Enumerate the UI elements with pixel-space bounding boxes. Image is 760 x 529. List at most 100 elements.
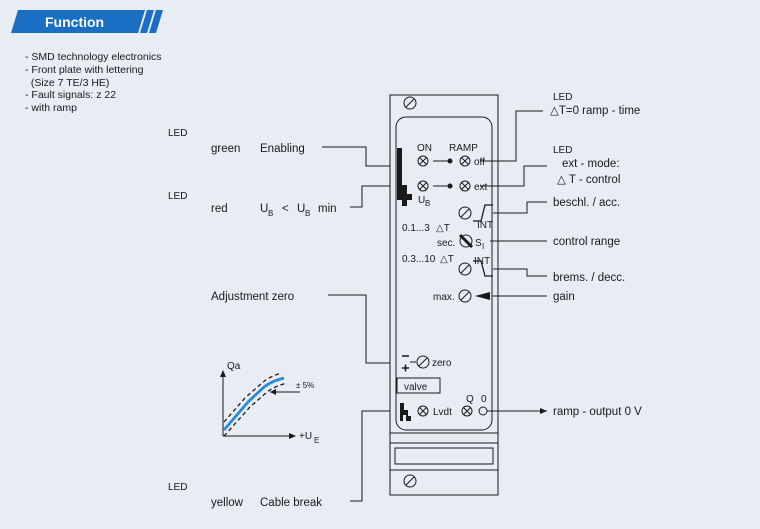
tolerance-lower-curve [223,382,288,437]
gain-potentiometer[interactable] [458,289,472,303]
svg-text:I: I [482,242,484,251]
ramp-label: RAMP [449,143,478,154]
svg-text:U: U [260,203,268,215]
gain-label: gain [553,291,575,303]
led-red-caption: LED [168,191,187,202]
feature-item: - Fault signals: z 22 [25,89,116,101]
characteristic-graph: Qa +U E ± 5% [220,361,319,445]
accel-label: beschl. / acc. [553,197,620,209]
decel-potentiometer[interactable] [458,262,472,276]
graph-y-label: Qa [227,361,241,372]
on-label: ON [417,143,432,154]
range-low-label: 0.1...3 [402,223,430,234]
led-ext-line1: ext - mode: [562,158,620,170]
y-axis-arrow-icon [220,370,226,377]
x-axis-arrow-icon [289,433,296,439]
header-stripe-2 [149,10,163,33]
header-banner: Function [11,10,163,33]
feature-list: - SMD technology electronics - Front pla… [25,51,162,114]
zero-adjust-symbol-icon [402,355,416,372]
range-low-delta-t: △T [436,223,450,234]
q-led-icon [461,405,473,417]
led-green-caption: LED [168,128,187,139]
range-high-label: 0.3...10 [402,254,436,265]
led-yellow-caption: LED [168,482,187,493]
ext-led-icon [459,180,471,192]
top-screw-icon [403,96,417,110]
svg-text:+U: +U [299,431,312,442]
led-ext-caption: LED [553,145,572,156]
right-leader-lines [480,110,547,412]
led-ramp-desc: △T=0 ramp - time [550,105,640,117]
ub-label: U B [418,195,430,208]
svg-text:U: U [297,203,305,215]
ramp-output-label: ramp - output 0 V [553,406,642,418]
led-yellow-desc: Cable break [260,497,322,509]
control-range-label: control range [553,236,620,248]
tolerance-label: ± 5% [296,381,314,390]
zero-potentiometer[interactable] [416,355,430,369]
accel-potentiometer[interactable] [458,206,472,220]
led-ext-line2: △ T - control [557,174,620,186]
ramp-output-arrow-icon [540,408,547,414]
gain-wedge-icon [475,292,490,300]
valve-label: valve [404,382,428,393]
feature-item: - with ramp [25,102,77,114]
range-selector-switch[interactable] [458,233,474,249]
bottom-screw-icon [403,474,417,488]
left-leader-lines [322,146,396,502]
ext-label: ext [474,182,488,193]
svg-text:min: min [318,203,337,215]
led-ramp-caption: LED [553,92,572,103]
led-red-color: red [211,203,228,215]
led-yellow-color: yellow [211,497,244,509]
status-led-symbol-icon [397,148,412,206]
svg-text:<: < [282,203,289,215]
sec-label: sec. [437,238,455,249]
header-title: Function [45,14,104,30]
led-red-desc: U B < U B min [260,203,337,218]
svg-text:B: B [305,209,310,218]
decel-label: brems. / decc. [553,272,625,284]
svg-text:U: U [418,195,425,206]
led-green-desc: Enabling [260,143,305,155]
lvdt-label: Lvdt [433,407,452,418]
lvdt-led-icon [417,405,429,417]
header-bar [11,10,145,33]
off-label: off [474,157,485,168]
int-label-accel: INT [477,220,493,231]
feature-item: (Size 7 TE/3 HE) [25,77,109,89]
graph-x-label: +U E [299,431,319,445]
adjustment-zero-label: Adjustment zero [211,291,294,303]
module-front-plate: ON RAMP off ext U B [389,94,499,496]
characteristic-curve [222,376,285,431]
ub-led-icon [417,180,429,192]
header-stripe-1 [140,10,154,33]
feature-item: - SMD technology electronics [25,51,162,63]
tolerance-arrow-icon [270,389,276,395]
range-high-delta-t: △T [440,254,454,265]
decel-ramp-symbol-icon [473,260,493,277]
svg-text:B: B [425,199,430,208]
zero-label: zero [432,358,452,369]
svg-text:S: S [475,238,482,249]
int-label-decel: INT [474,256,490,267]
q-label: Q [466,394,474,405]
handle-slot [394,447,494,465]
ext-switch-dot-icon [447,183,453,189]
valve-box [396,377,441,394]
inner-panel [395,116,493,431]
on-led-icon [417,155,429,167]
led-green-color: green [211,143,240,155]
s-label: S I [475,238,484,251]
feature-item: - Front plate with lettering [25,64,144,76]
max-label: max. [433,292,455,303]
ramp-off-led-icon [459,155,471,167]
cable-break-led-icon [400,403,411,421]
q-zero-label: 0 [481,394,487,405]
ramp-switch-dot-icon [447,158,453,164]
accel-ramp-symbol-icon [473,204,493,222]
svg-text:E: E [314,436,319,445]
